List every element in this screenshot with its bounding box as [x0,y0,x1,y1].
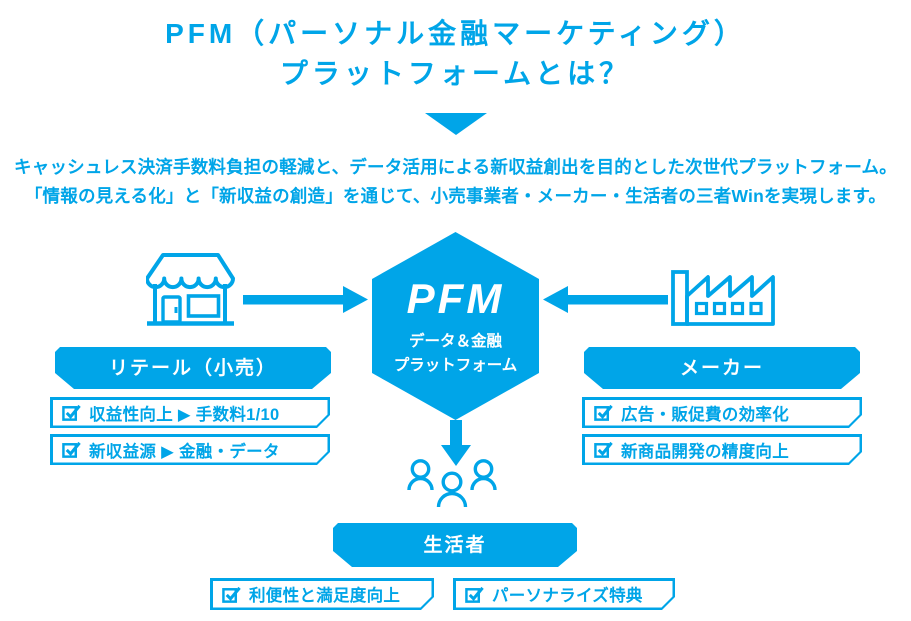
tag-border [50,397,330,428]
people-icon [407,459,497,508]
page-title-line-2: プラットフォームとは？ [279,57,632,89]
benefit-tag-retail-1: 収益性向上 ▶ 手数料1/10 [50,397,330,428]
banner-retail-label: リテール（小売） [108,357,277,379]
pfm-hexagon: PFM データ＆金融 プラットフォーム [372,232,539,420]
pfm-acronym: PFM [406,275,505,322]
tag-border [210,578,434,610]
checked-checkbox-icon [222,586,241,603]
benefit-tag-consumer-1: 利便性と満足度向上 [210,578,434,610]
benefit-label: 広告・販促費の効率化 [621,405,789,424]
arrow-left-icon [543,286,668,313]
pfm-subtitle-line-2: プラットフォーム [393,357,518,375]
banner-maker: メーカー [584,347,860,389]
arrow-down-icon [441,420,471,466]
benefit-label: パーソナライズ特典 [492,587,643,605]
tag-border [50,434,330,465]
banner-consumer: 生活者 [333,523,577,567]
benefit-tag-consumer-2: パーソナライズ特典 [453,578,675,610]
benefit-tag-retail-2: 新収益源 ▶ 金融・データ [50,434,330,465]
benefit-label: 利便性と満足度向上 [249,587,401,605]
description-line-1: キャッシュレス決済手数料負担の軽減と、データ活用による新収益創出を目的とした次世… [14,157,897,177]
pfm-subtitle: データ＆金融 プラットフォーム [372,330,539,378]
pfm-subtitle-line-1: データ＆金融 [408,333,502,350]
checked-checkbox-icon [62,441,81,458]
benefit-tag-maker-2: 新商品開発の精度向上 [582,434,862,465]
benefit-label: 新収益源 ▶ 金融・データ [89,442,280,461]
tag-border [582,397,862,428]
banner-consumer-label: 生活者 [423,534,487,556]
benefit-label: 収益性向上 ▶ 手数料1/10 [89,405,280,424]
tag-border [582,434,862,465]
description-line-2: 「情報の見える化」と「新収益の創造」を通じて、小売事業者・メーカー・生活者の三者… [24,185,887,206]
checked-checkbox-icon [594,441,613,458]
factory-icon [671,270,775,326]
checked-checkbox-icon [62,404,81,421]
arrow-right-icon [243,286,368,313]
page-title-line-1: PFM（パーソナル金融マーケティング） [165,18,746,49]
checked-checkbox-icon [594,404,613,421]
storefront-icon [146,253,235,326]
down-triangle-icon [424,113,487,135]
tag-border [453,578,675,610]
description: キャッシュレス決済手数料負担の軽減と、データ活用による新収益創出を目的とした次世… [0,153,911,211]
checked-checkbox-icon [465,586,484,603]
benefit-tag-maker-1: 広告・販促費の効率化 [582,397,862,428]
benefit-label: 新商品開発の精度向上 [621,442,789,461]
banner-retail: リテール（小売） [55,347,331,389]
page-title: PFM（パーソナル金融マーケティング） プラットフォームとは？ [0,14,911,94]
banner-maker-label: メーカー [679,357,764,379]
